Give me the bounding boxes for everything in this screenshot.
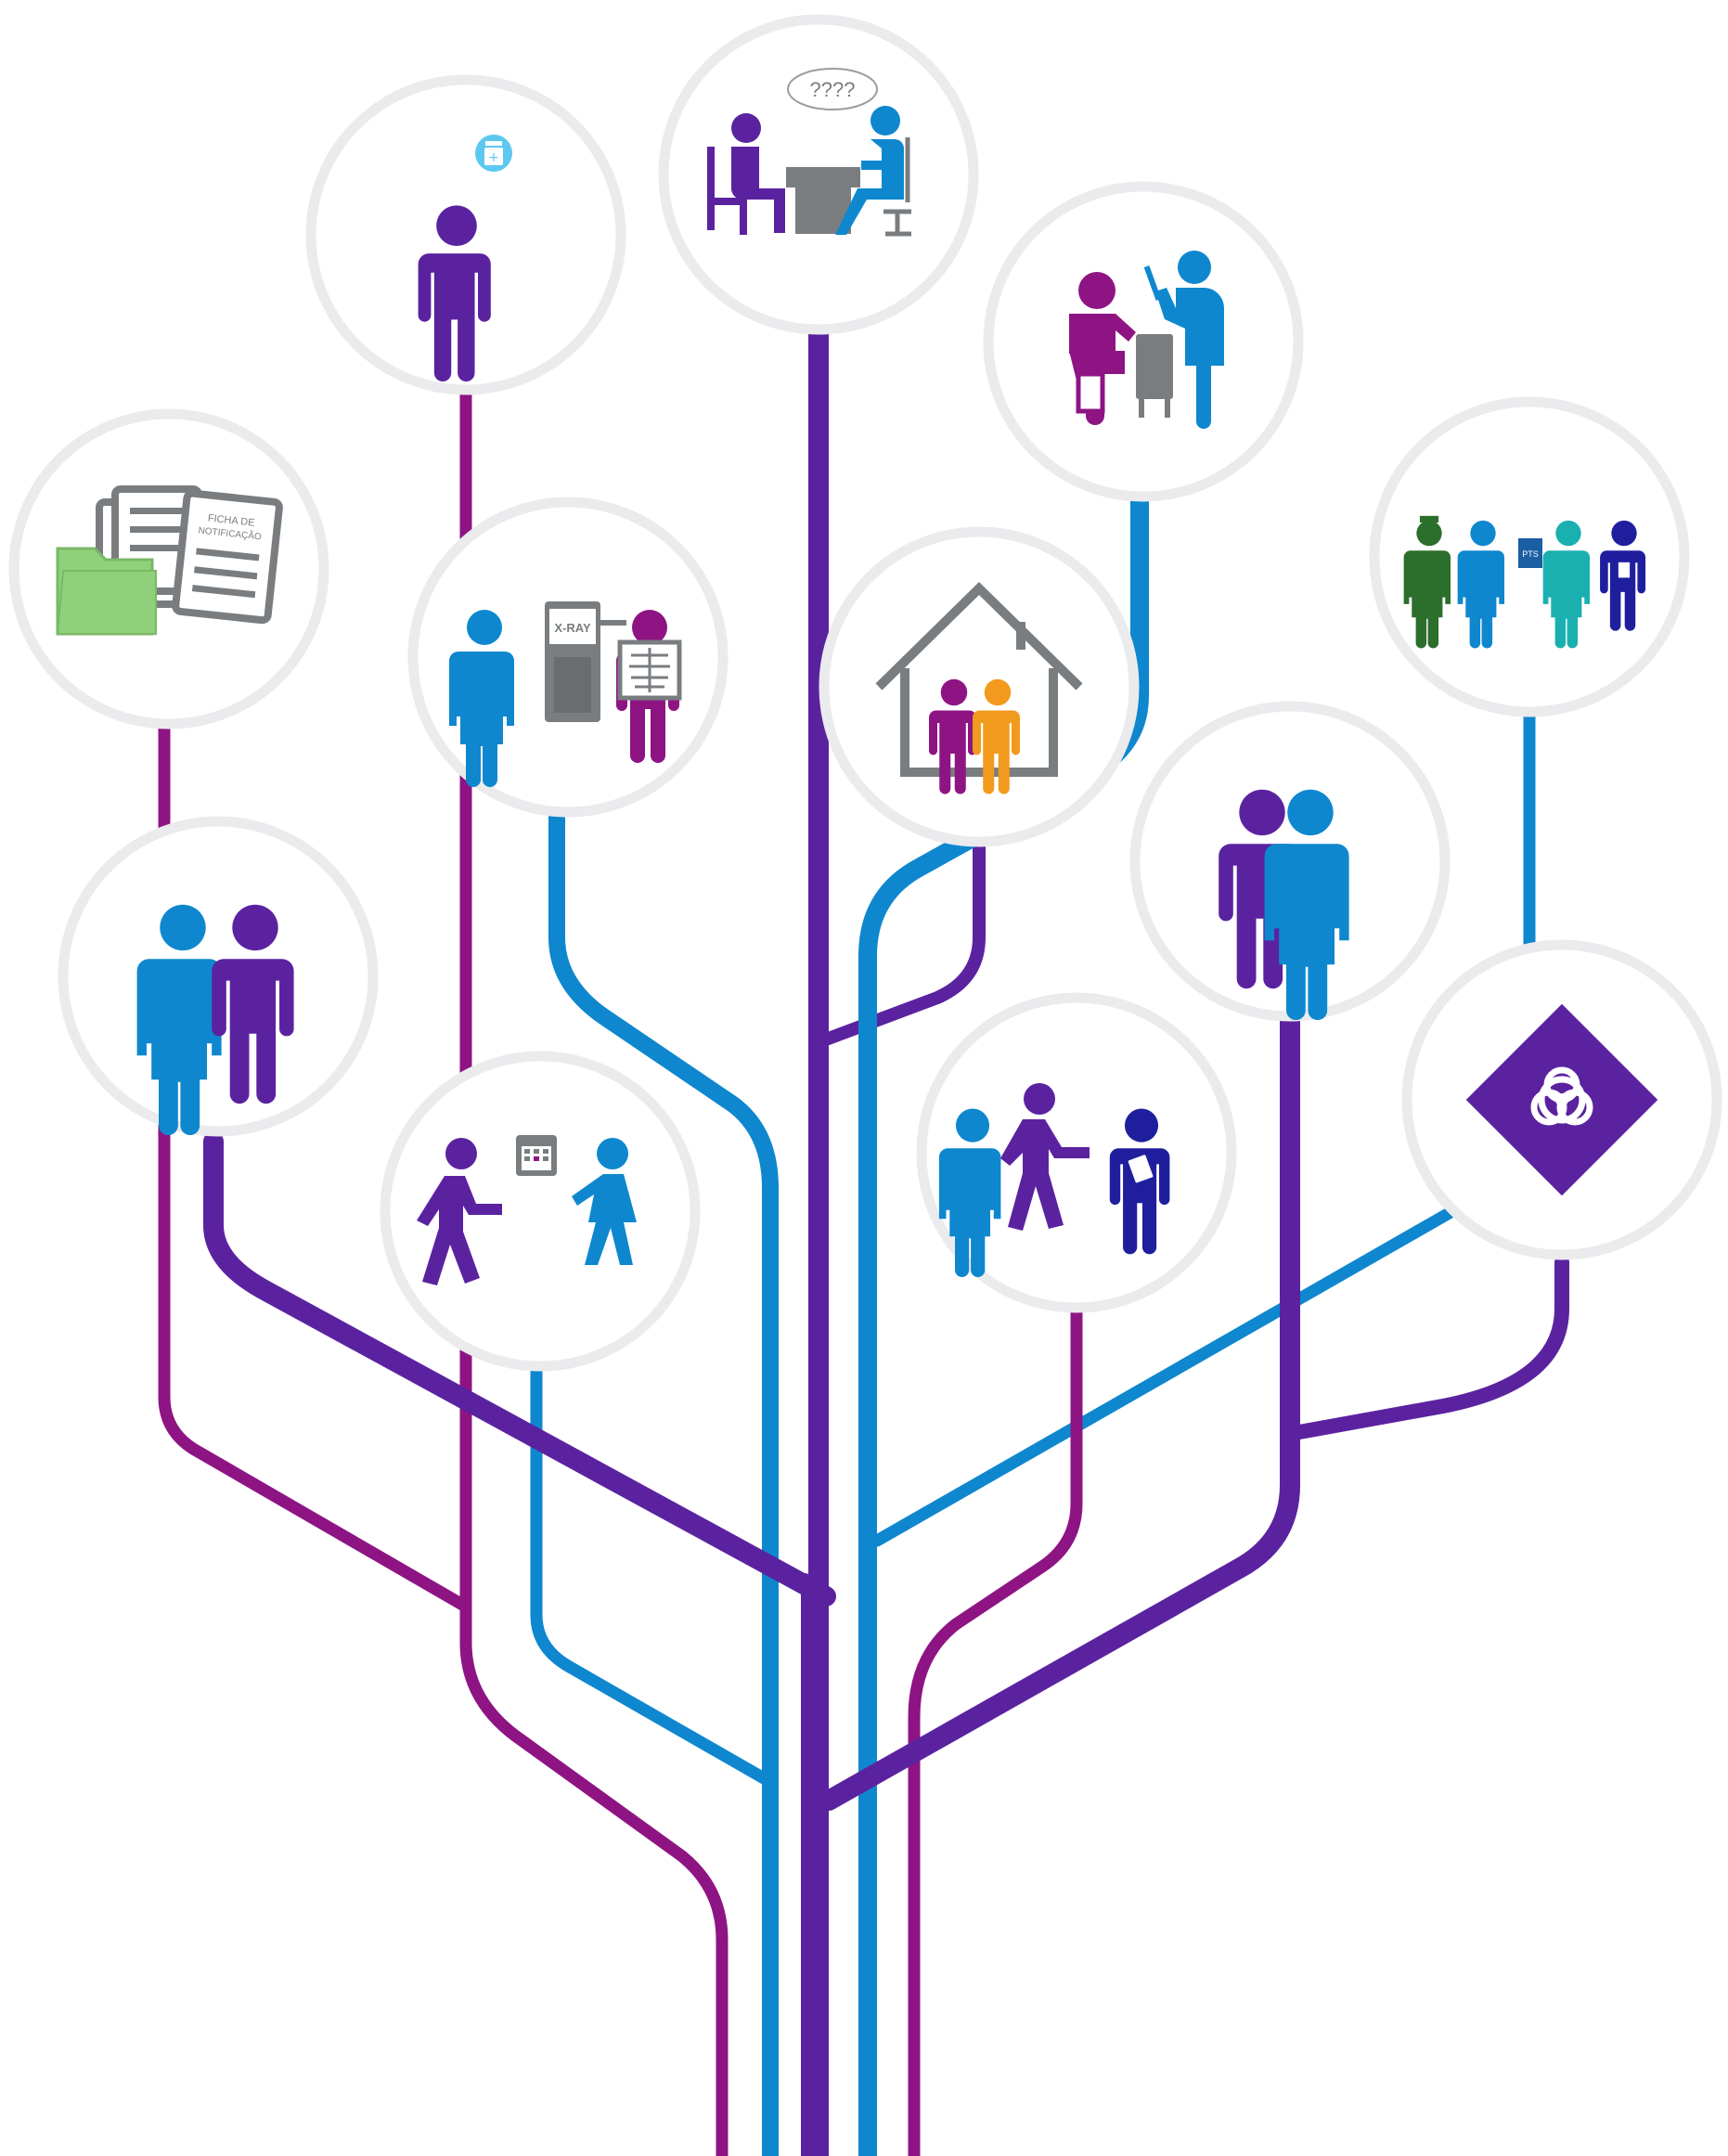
walking-woman-icon (572, 1138, 637, 1265)
node-consultation: ???? (658, 14, 979, 335)
node-referral-walk (916, 992, 1237, 1313)
branch-line (548, 808, 779, 2156)
branch-line (530, 1339, 777, 1788)
stool-icon (1076, 371, 1105, 414)
notification-form-icon: FICHA DE NOTIFICAÇÃO (172, 489, 283, 625)
branch-line (158, 717, 471, 1612)
node-patient-medication: + (305, 74, 626, 395)
branch-line (870, 1205, 1459, 1547)
pts-label: PTS (1522, 549, 1539, 559)
xray-label: X-RAY (554, 621, 591, 635)
node-injection (983, 181, 1304, 502)
node-patient-support (1129, 701, 1451, 1022)
walking-patient-icon (1000, 1083, 1090, 1231)
branch-line (459, 383, 729, 2156)
speech-bubble-text: ???? (810, 78, 856, 101)
house-icon (875, 581, 1083, 777)
node-scheduled-visit (380, 1051, 701, 1372)
xray-machine-icon: X-RAY (545, 601, 600, 722)
nurse-icon (1403, 515, 1451, 649)
node-notification-forms: FICHA DE NOTIFICAÇÃO (8, 408, 329, 729)
pts-document-icon: PTS (1518, 538, 1542, 568)
tablet-worker-icon (1109, 1108, 1170, 1255)
node-care-team: PTS (1369, 396, 1690, 717)
medicine-bottle-icon: + (475, 135, 512, 172)
branch-line (1292, 1255, 1569, 1439)
node-home-contacts (819, 526, 1140, 847)
nurse-syringe-icon (1143, 251, 1224, 429)
branch-line (203, 1131, 836, 1607)
cabinet-icon (1136, 334, 1173, 418)
node-xray-exam: X-RAY (407, 497, 729, 818)
xray-patient-icon (616, 610, 682, 763)
desk-icon (786, 167, 860, 187)
biohazard-icon (1465, 1003, 1658, 1196)
svg-text:+: + (488, 150, 499, 165)
node-doctor-patient (58, 816, 379, 1137)
seated-patient-icon (707, 113, 785, 235)
walking-person-icon (417, 1138, 502, 1285)
branch-line (819, 829, 986, 1046)
clipboard-worker-icon (1600, 520, 1646, 631)
branch-line (908, 1302, 1083, 2156)
branch-line (858, 492, 1149, 2156)
branch-line (819, 1011, 1300, 1811)
speech-bubble-icon: ???? (787, 68, 878, 110)
form-title-line1: FICHA DE (207, 512, 255, 528)
calendar-icon (516, 1135, 557, 1176)
seated-doctor-icon (835, 106, 904, 235)
node-biohazard (1401, 939, 1722, 1260)
folder-icon (56, 547, 157, 636)
